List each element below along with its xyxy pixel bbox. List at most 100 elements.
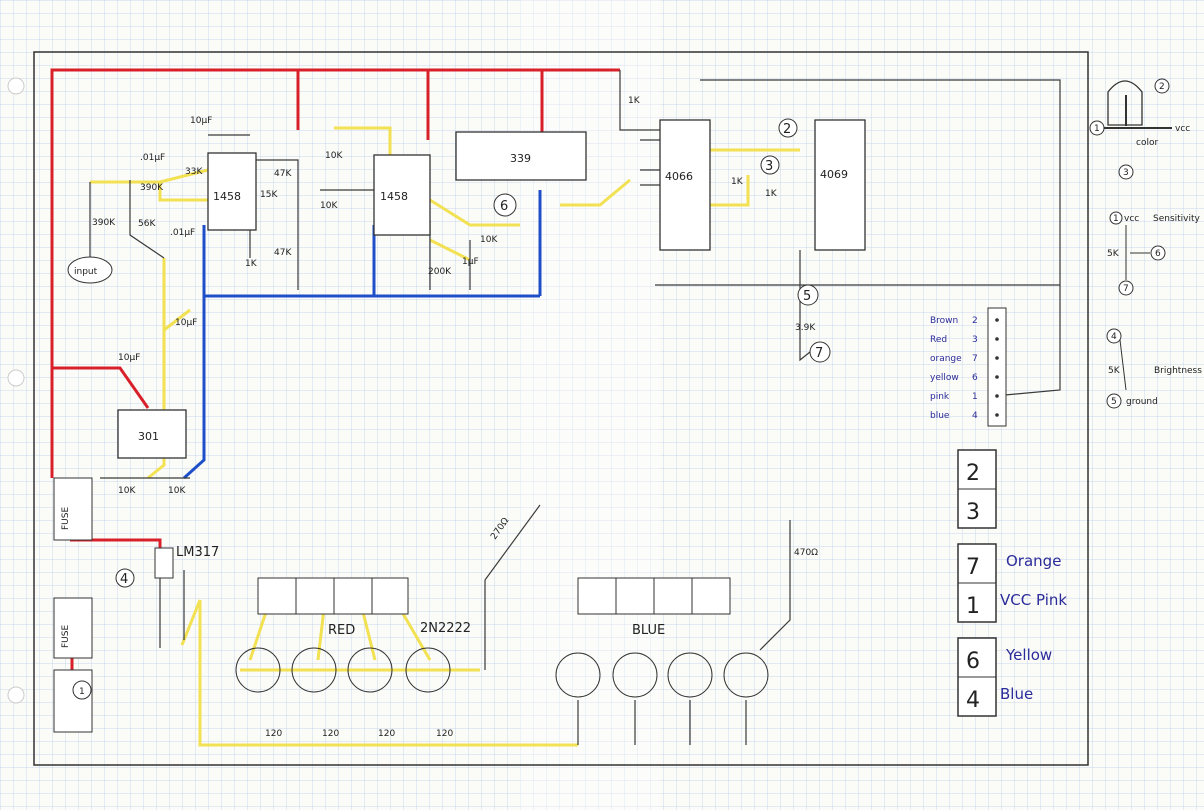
node-label: 3 xyxy=(1123,168,1129,178)
pin-block-bottom: 1 xyxy=(966,594,980,619)
node-label: 2 xyxy=(783,122,791,137)
resistor-label: 10K xyxy=(325,151,343,161)
pin-block-label-top: Orange xyxy=(1006,552,1061,570)
pin-dot xyxy=(995,394,999,398)
chip-1458-b: 1458 xyxy=(373,154,431,236)
pin-block-bottom: 3 xyxy=(966,500,980,525)
resistor-label: 47K xyxy=(274,248,292,258)
resistor-label: 120 xyxy=(322,729,339,739)
resistor-label: 390K xyxy=(92,218,116,228)
pot-label: 5K xyxy=(1108,366,1121,376)
chip-label: 4066 xyxy=(665,170,693,183)
pin-block-top: 2 xyxy=(966,461,980,486)
resistor-label: 470Ω xyxy=(794,548,818,558)
cap-label: 10μF xyxy=(118,353,140,363)
jack-vcc-label: vcc xyxy=(1175,124,1190,134)
connector-pin-row: yellow 6 xyxy=(930,373,999,383)
pin-block: 23 xyxy=(957,449,997,529)
cap-label: 1μF xyxy=(462,257,479,267)
pin-block-bottom: 4 xyxy=(966,688,980,713)
connector-pin-row: pink 1 xyxy=(930,392,999,402)
cap-label: 10μF xyxy=(175,318,197,328)
node-label: 3 xyxy=(765,159,773,174)
cap-label: 10μF xyxy=(190,116,212,126)
pin-number: 4 xyxy=(972,411,978,421)
pin-wire-name: blue xyxy=(930,411,950,421)
binder-hole xyxy=(7,77,25,95)
resistor-label: 120 xyxy=(436,729,453,739)
fuse-label: FUSE xyxy=(61,507,71,530)
node-label: 2 xyxy=(1159,82,1165,92)
pot-label: 5K xyxy=(1107,249,1120,259)
resistor-label: 10K xyxy=(480,235,498,245)
drawing-border xyxy=(33,51,1089,766)
chip-301: 301 xyxy=(117,409,187,459)
node-label: 6 xyxy=(500,199,508,214)
pin-number: 1 xyxy=(972,392,978,402)
pin-block-top: 6 xyxy=(966,649,980,674)
chip-1458-a: 1458 xyxy=(207,152,257,231)
sensitivity-pot: 1 vcc Sensitivity 5K 6 7 xyxy=(1107,211,1201,296)
resistor-label: 120 xyxy=(378,729,395,739)
resistor-label: 10K xyxy=(320,201,338,211)
chip-4066: 4066 xyxy=(659,119,711,251)
transistor-label: 2N2222 xyxy=(420,621,471,636)
node-markers: 6 2 3 5 7 4 xyxy=(115,118,831,588)
brightness-pot: 4 5K Brightness 5 ground xyxy=(1106,328,1202,409)
node-label: 4 xyxy=(1111,332,1117,342)
node-label: 7 xyxy=(815,346,823,361)
brightness-ground: ground xyxy=(1126,397,1158,407)
power-jack: 1 xyxy=(53,669,93,733)
chip-label: 1458 xyxy=(213,190,241,203)
bank-label: RED xyxy=(328,623,355,638)
pin-dot xyxy=(995,318,999,322)
pin-number: 6 xyxy=(972,373,978,383)
node-label: 4 xyxy=(120,572,128,587)
chip-label: 1458 xyxy=(380,190,408,203)
fuse-b: FUSE xyxy=(53,597,93,659)
display-bank-red: RED xyxy=(235,577,451,693)
input-label: input xyxy=(74,267,98,277)
pin-wire-name: pink xyxy=(930,392,950,402)
connector-pin-row: blue 4 xyxy=(930,411,999,421)
resistor-label: 10K xyxy=(118,486,136,496)
pin-dot xyxy=(995,337,999,341)
pin-block-label-bottom: Blue xyxy=(1000,685,1033,703)
cap-label: .01μF xyxy=(140,153,165,163)
pin-wire-name: yellow xyxy=(930,373,959,383)
resistor-label: 1K xyxy=(628,96,641,106)
resistor-label: 10K xyxy=(168,486,186,496)
regulator-lm317: LM317 xyxy=(154,545,219,579)
chip-label: 4069 xyxy=(820,168,848,181)
fuse-label: FUSE xyxy=(61,625,71,648)
resistor-label: 120 xyxy=(265,729,282,739)
sensitivity-vcc: vcc xyxy=(1124,214,1139,224)
input-node: input xyxy=(67,256,113,284)
node-label: 1 xyxy=(1094,124,1100,134)
resistor-label: 3.9K xyxy=(795,323,816,333)
pin-wire-name: Brown xyxy=(930,316,958,326)
pin-dot xyxy=(995,356,999,360)
binder-hole xyxy=(7,686,25,704)
display-bank-blue: BLUE xyxy=(555,577,769,698)
resistor-label: 1K xyxy=(765,189,778,199)
node-label: 5 xyxy=(803,289,811,304)
binder-hole xyxy=(7,369,25,387)
resistor-label: 390K xyxy=(140,183,164,193)
fuse-a: FUSE xyxy=(53,477,93,541)
ground-wires xyxy=(182,190,542,480)
pin-number: 7 xyxy=(972,354,978,364)
node-label: 1 xyxy=(79,687,85,697)
brightness-label: Brightness xyxy=(1154,366,1202,376)
resistor-label: 56K xyxy=(138,219,156,229)
jack-color-label: color xyxy=(1136,138,1158,148)
pin-block-label-top: Yellow xyxy=(1005,646,1052,664)
bank-label: BLUE xyxy=(632,623,665,638)
